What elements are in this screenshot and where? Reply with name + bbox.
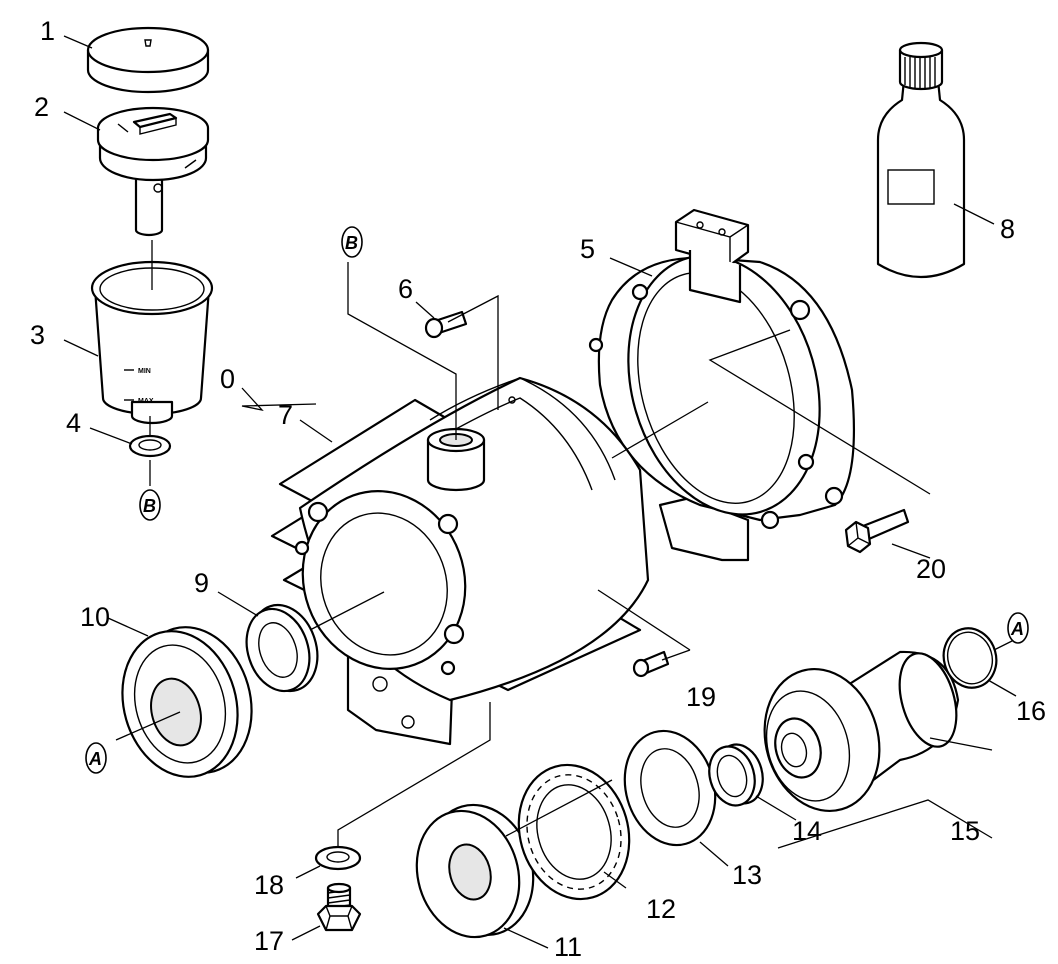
part-4-washer <box>128 434 172 458</box>
callout-19: 19 <box>686 682 716 712</box>
svg-text:A: A <box>1010 619 1024 639</box>
reference-mark-b-cup: B <box>139 489 161 521</box>
callout-7: 7 <box>278 400 293 430</box>
callout-16: 16 <box>1016 696 1046 726</box>
part-12-axial-bearing <box>517 763 631 901</box>
part-15-shaft <box>763 650 960 813</box>
callout-numbers: 1 2 3 4 5 6 0 7 8 9 10 20 19 16 15 14 13… <box>30 16 1046 962</box>
svg-text:A: A <box>88 749 102 769</box>
part-11-needle-bearing <box>415 803 535 939</box>
reference-mark-a-bearing: A <box>85 742 107 774</box>
callout-9: 9 <box>194 568 209 598</box>
reference-mark-a-o-ring: A <box>1007 612 1029 644</box>
callout-1: 1 <box>40 16 55 46</box>
part-18-washer <box>314 845 362 871</box>
reference-mark-b-top: B <box>341 226 363 258</box>
callout-6: 6 <box>398 274 413 304</box>
part-5-flange-housing <box>588 208 856 562</box>
callout-17: 17 <box>254 926 284 956</box>
part-16-o-ring <box>942 627 998 689</box>
callout-11: 11 <box>554 932 582 962</box>
callout-18: 18 <box>254 870 284 900</box>
part-7-pump-housing <box>270 376 650 746</box>
callout-8: 8 <box>1000 214 1015 244</box>
svg-text:B: B <box>143 496 156 516</box>
callout-15: 15 <box>950 816 980 846</box>
part-14-bushing <box>708 743 764 807</box>
part-1-cap <box>86 26 210 94</box>
cup-max-mark: MAX <box>138 398 154 405</box>
callout-14: 14 <box>792 816 822 846</box>
callout-10: 10 <box>80 602 110 632</box>
callout-13: 13 <box>732 860 762 890</box>
cup-min-mark: MIN <box>138 368 151 375</box>
callout-2: 2 <box>34 92 49 122</box>
callout-5: 5 <box>580 234 595 264</box>
callout-3: 3 <box>30 320 45 350</box>
callout-4: 4 <box>66 408 81 438</box>
part-20-bolt <box>844 508 910 554</box>
part-17-drain-bolt <box>316 882 362 932</box>
part-19-screw <box>632 650 670 678</box>
part-2-plug <box>96 106 210 237</box>
callout-12: 12 <box>646 894 676 924</box>
part-8-oil-bottle <box>876 41 966 279</box>
callout-20: 20 <box>916 554 946 584</box>
part-9-shaft-seal <box>245 603 319 693</box>
callout-0: 0 <box>220 364 235 394</box>
part-10-bearing <box>121 626 253 778</box>
leader-lines <box>63 35 1017 949</box>
svg-text:B: B <box>345 233 358 253</box>
